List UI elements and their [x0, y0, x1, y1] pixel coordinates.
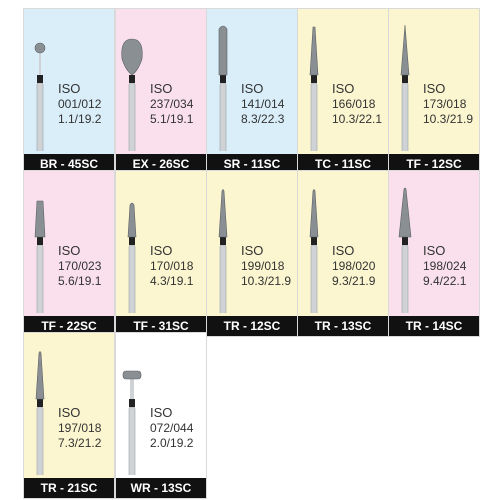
iso-label: ISO	[58, 81, 81, 96]
bur-code-label: TF - 31SC	[116, 316, 206, 336]
bur-code-label: TR - 12SC	[207, 316, 297, 336]
iso-label: ISO	[150, 81, 173, 96]
iso-label: ISO	[58, 243, 81, 258]
dimensions: 5.6/19.1	[58, 274, 102, 288]
bur-code-label: TR - 21SC	[24, 478, 114, 498]
bur-code-label: TR - 13SC	[298, 316, 388, 336]
wide-taper-icon	[398, 187, 412, 313]
pear-icon	[121, 38, 143, 151]
dimensions: 9.3/21.9	[332, 274, 376, 288]
wheel-icon	[122, 370, 142, 475]
iso-number: 237/034	[150, 97, 194, 111]
dimensions: 5.1/19.1	[150, 112, 194, 126]
iso-label: ISO	[241, 81, 264, 96]
dimensions: 7.3/21.2	[58, 436, 102, 450]
bur-code-label: TF - 22SC	[24, 316, 114, 336]
bur-code-label: TR - 14SC	[389, 316, 479, 336]
short-taper-icon	[34, 200, 46, 313]
taper-round-icon	[218, 189, 228, 313]
flame-taper-icon	[400, 24, 410, 151]
bur-code-label: BR - 45SC	[24, 154, 114, 174]
taper-round-icon	[35, 351, 45, 475]
tapered-cone-icon	[309, 26, 319, 151]
iso-number: 173/018	[423, 97, 467, 111]
iso-label: ISO	[150, 243, 173, 258]
iso-number: 141/014	[241, 97, 285, 111]
dimensions: 9.4/22.1	[423, 274, 467, 288]
iso-number: 170/023	[58, 259, 102, 273]
round-end-cylinder-icon	[218, 25, 228, 151]
dimensions: 10.3/21.9	[423, 112, 474, 126]
dimensions: 10.3/22.1	[332, 112, 383, 126]
iso-number: 170/018	[150, 259, 194, 273]
bur-code-label: SR - 11SC	[207, 154, 297, 174]
iso-number: 001/012	[58, 97, 102, 111]
iso-number: 166/018	[332, 97, 376, 111]
iso-label: ISO	[332, 81, 355, 96]
dimensions: 4.3/19.1	[150, 274, 194, 288]
iso-label: ISO	[241, 243, 264, 258]
iso-number: 198/024	[423, 259, 467, 273]
iso-label: ISO	[150, 405, 173, 420]
iso-number: 199/018	[241, 259, 285, 273]
dimensions: 10.3/21.9	[241, 274, 292, 288]
taper-round-icon	[309, 189, 319, 313]
iso-label: ISO	[423, 243, 446, 258]
iso-number: 072/044	[150, 421, 194, 435]
dimensions: 1.1/19.2	[58, 112, 102, 126]
iso-label: ISO	[423, 81, 446, 96]
ball-icon	[34, 42, 46, 151]
iso-number: 197/018	[58, 421, 102, 435]
bur-code-label: TC - 11SC	[298, 154, 388, 174]
bur-code-label: WR - 13SC	[116, 478, 206, 498]
dimensions: 2.0/19.2	[150, 436, 194, 450]
bur-code-label: EX - 26SC	[116, 154, 206, 174]
iso-label: ISO	[58, 405, 81, 420]
small-taper-icon	[127, 202, 137, 313]
dimensions: 8.3/22.3	[241, 112, 285, 126]
iso-label: ISO	[332, 243, 355, 258]
bur-code-label: TF - 12SC	[389, 154, 479, 174]
iso-number: 198/020	[332, 259, 376, 273]
